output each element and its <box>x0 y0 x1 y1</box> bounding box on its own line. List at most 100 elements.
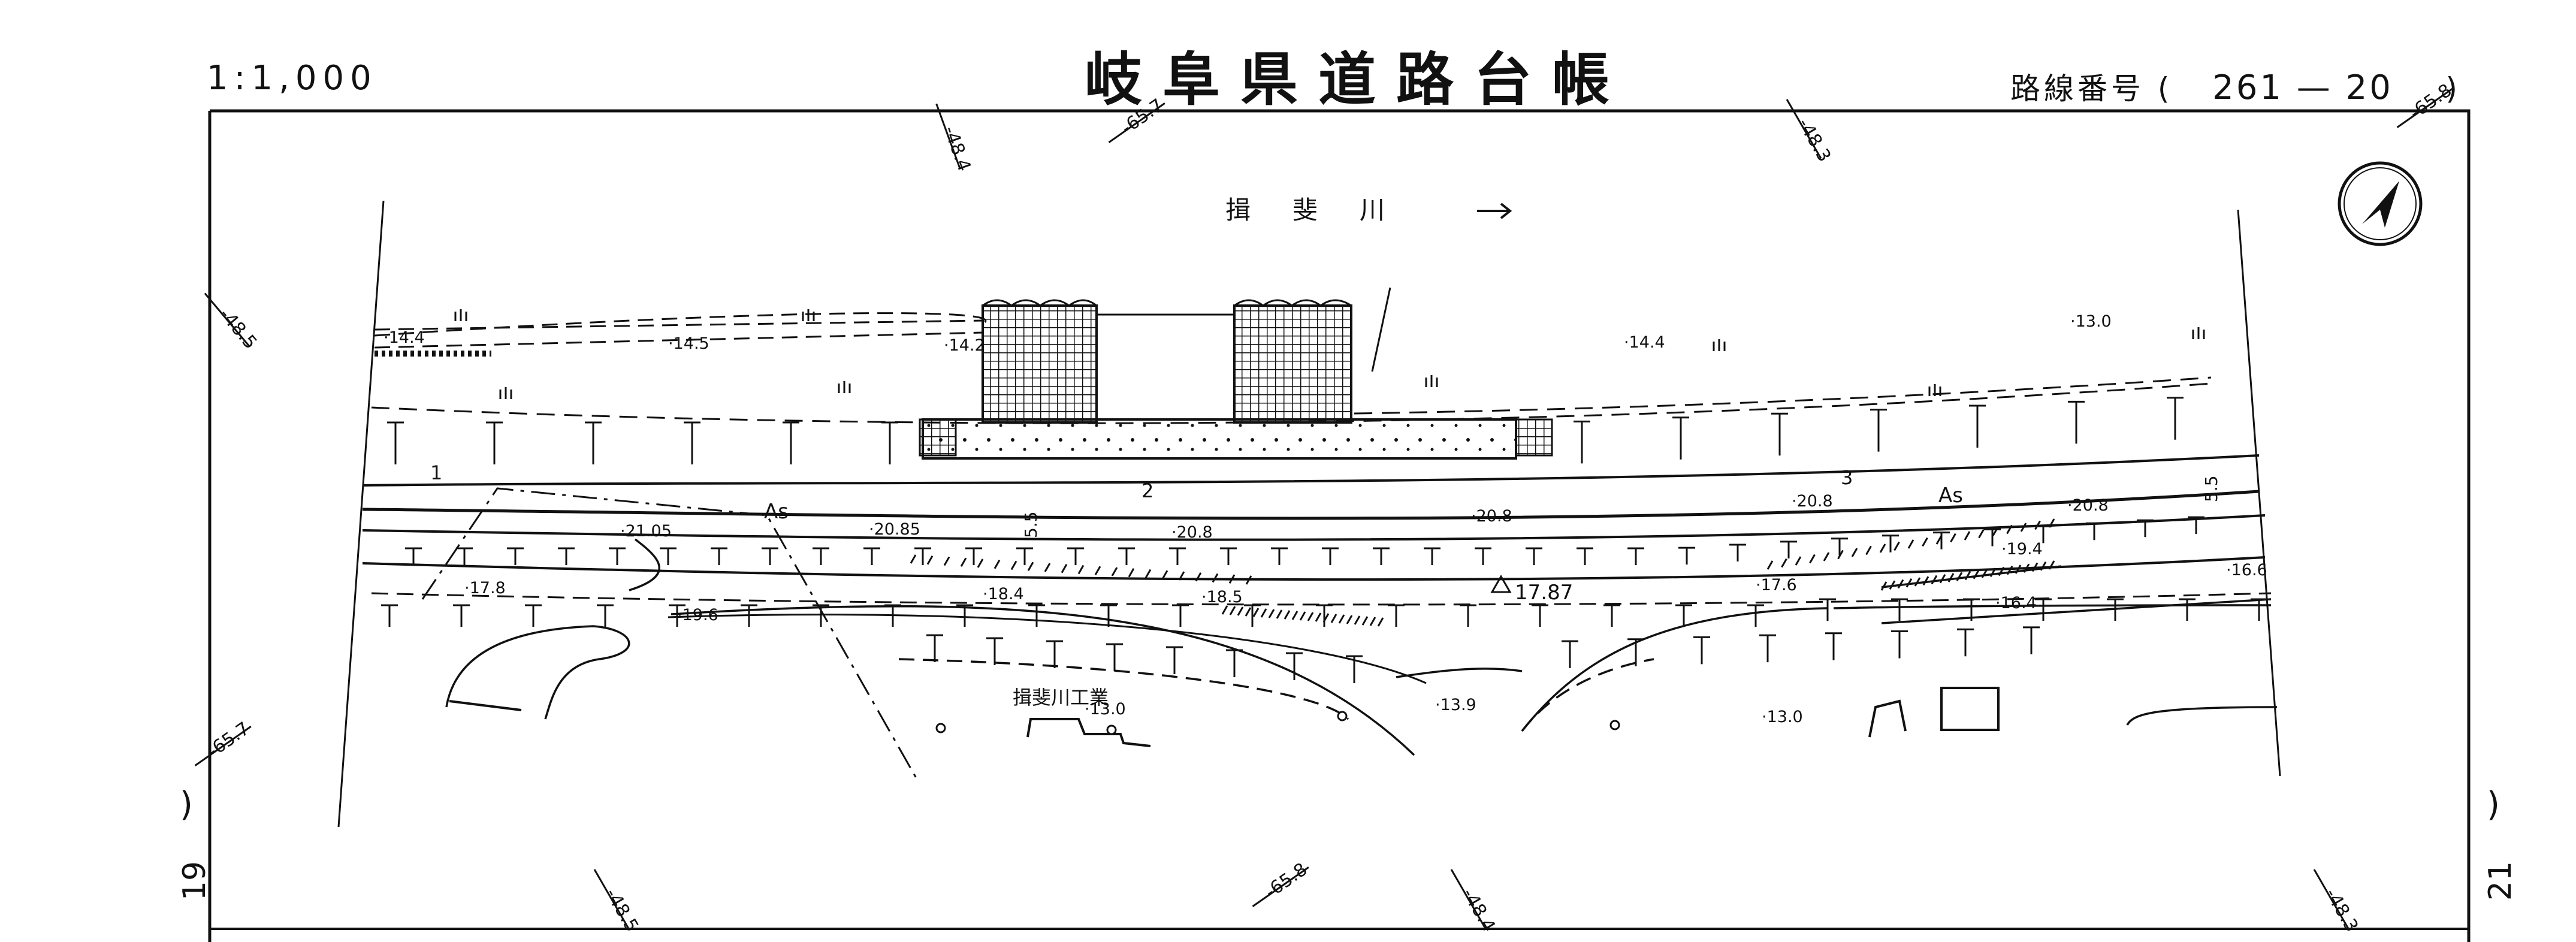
slope-symbol <box>783 421 799 464</box>
map-scale: 1:1,000 <box>207 59 378 98</box>
vegetation-symbol <box>1928 384 1941 396</box>
hatch-symbol <box>1880 560 2055 591</box>
slope-symbol <box>1759 634 1776 663</box>
slope-symbol <box>986 637 1003 665</box>
station-label-2: 2 <box>1141 479 1153 502</box>
edge-coordinate-tick <box>1450 869 1487 929</box>
slope-symbol <box>669 604 685 627</box>
slope-symbol <box>1825 632 1842 660</box>
elevation-label: ·14.4 <box>383 328 425 347</box>
slope-symbol <box>684 421 700 464</box>
lamp-post-symbol <box>1337 711 1348 721</box>
bridge-structure <box>919 287 1553 460</box>
slope-symbol <box>1574 420 1590 464</box>
slope-symbol <box>1675 604 1692 627</box>
slope-symbol <box>863 547 880 565</box>
main-road <box>362 454 2272 606</box>
slope-symbol <box>2251 598 2267 621</box>
slope-symbol <box>1780 541 1797 558</box>
vegetation-symbol <box>2192 327 2205 339</box>
slope-symbol <box>1603 604 1620 627</box>
north-arrow-icon <box>2338 161 2423 246</box>
slope-symbol <box>1831 538 1848 555</box>
elevation-label: ·18.4 <box>983 585 1024 603</box>
slope-symbol <box>1226 649 1243 677</box>
slope-symbol <box>2107 598 2124 621</box>
slope-symbol <box>2188 516 2204 535</box>
slope-symbol <box>881 421 898 464</box>
slope-symbol <box>381 604 398 627</box>
slope-symbol <box>1747 604 1764 627</box>
slope-symbol <box>525 604 542 627</box>
elevation-label: ·14.2 <box>944 336 985 355</box>
slope-symbol <box>1729 544 1746 561</box>
slope-symbol <box>1016 547 1033 565</box>
slope-symbol <box>1166 646 1183 674</box>
facility-label: 揖斐川工業 <box>1013 686 1109 709</box>
slope-symbol <box>1388 604 1405 627</box>
slope-symbol <box>1969 404 1986 448</box>
edge-coordinate-label: -48.4 <box>939 123 974 174</box>
page-title: 岐阜県道路台帳 <box>1085 46 1630 113</box>
slope-symbol <box>1891 630 1908 659</box>
lamp-symbols <box>935 711 1620 735</box>
vegetation-symbol <box>838 381 851 393</box>
slope-symbol <box>2023 626 2040 654</box>
edge-coordinate-tick <box>1786 99 1822 159</box>
elevation-label: ·19.6 <box>677 606 718 624</box>
elevation-label: ·17.8 <box>464 579 506 597</box>
slope-symbol <box>1627 547 1644 565</box>
left-paren: ) <box>180 785 193 824</box>
river-bank <box>371 312 2212 424</box>
slope-symbol <box>1460 604 1476 627</box>
slope-symbol <box>507 547 524 565</box>
slope-symbol <box>1028 604 1045 627</box>
slope-symbol <box>597 604 614 627</box>
slope-symbol <box>1693 636 1710 665</box>
vegetation-symbol <box>1425 375 1438 387</box>
vegetation-symbol <box>802 309 815 321</box>
station-label-1: 1 <box>430 461 442 484</box>
slope-symbol <box>486 421 503 464</box>
slope-symbol <box>558 547 575 565</box>
slope-symbol <box>1526 547 1542 565</box>
road-surface-label-right: As <box>1938 484 1963 508</box>
elevation-label: ·14.5 <box>668 334 709 353</box>
vegetation-symbol <box>454 309 467 321</box>
elevation-label: ·13.0 <box>1085 700 1126 718</box>
slope-symbol <box>1870 409 1887 452</box>
right-paren: ) <box>2487 785 2500 824</box>
elevation-label: ·18.5 <box>1201 588 1243 606</box>
slope-symbol <box>609 547 626 565</box>
slope-symbol <box>2068 400 2085 444</box>
slope-symbol <box>1891 598 1908 621</box>
edge-coordinate-tick <box>2396 87 2454 128</box>
slope-symbol <box>1882 535 1899 552</box>
sheet-frame <box>208 109 2471 942</box>
slope-symbol <box>456 547 473 565</box>
slope-symbol <box>1933 532 1950 550</box>
hatch-symbol <box>1766 518 2055 570</box>
elevation-label: ·17.6 <box>1756 576 1797 594</box>
slope-symbol <box>1475 547 1491 565</box>
slope-symbol <box>1172 604 1189 627</box>
elevation-label: ·20.8 <box>2067 496 2109 515</box>
slope-symbol <box>926 634 943 662</box>
slope-symbol <box>1271 547 1288 565</box>
slope-symbol <box>1424 547 1440 565</box>
elevation-label: ·16.4 <box>1995 594 2037 612</box>
slope-symbol <box>453 604 470 627</box>
slope-symbol <box>965 547 982 565</box>
width-label-2: 5.5 <box>2201 475 2221 502</box>
slope-symbol <box>1771 412 1788 456</box>
edge-coordinate-tick <box>593 869 630 929</box>
edge-coordinate-tick <box>1252 866 1309 907</box>
elevation-label: ·16.6 <box>2226 561 2267 579</box>
slope-symbol <box>585 421 602 464</box>
slope-symbol <box>1373 547 1390 565</box>
slope-symbol <box>813 547 829 565</box>
elevation-label: ·20.85 <box>869 520 920 539</box>
slope-symbol <box>2179 598 2196 621</box>
edge-coordinate-tick <box>204 292 250 346</box>
slope-symbol <box>914 547 931 565</box>
